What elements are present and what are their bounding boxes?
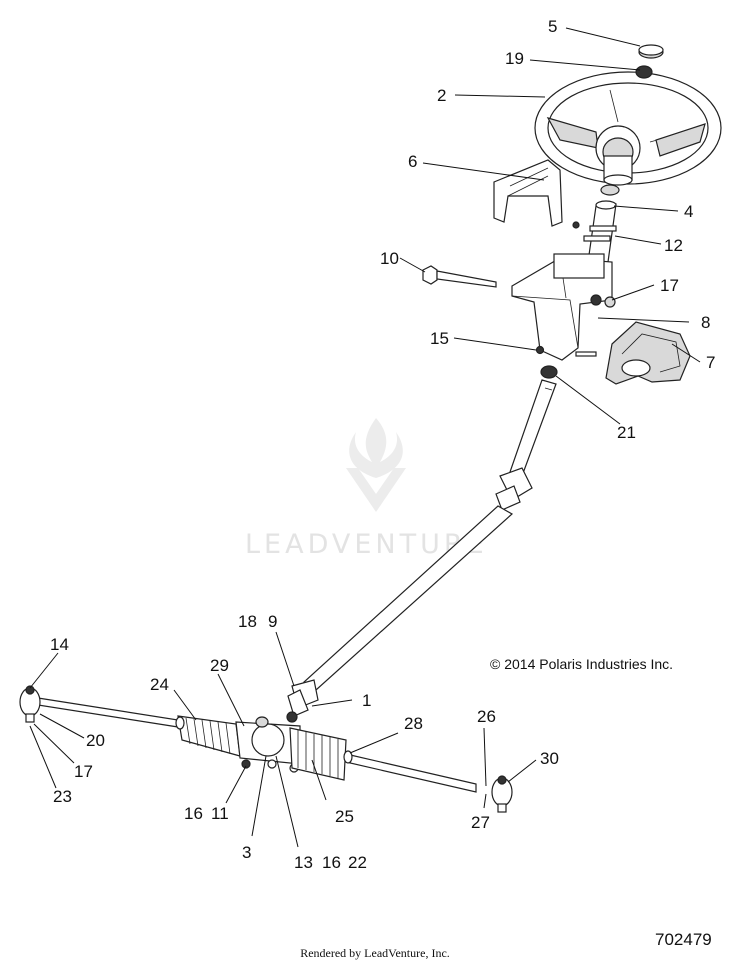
callout-25: 25 <box>335 807 354 826</box>
nut-15 <box>535 345 545 355</box>
callout-7: 7 <box>706 353 715 372</box>
callout-2: 2 <box>437 86 446 105</box>
copyright-notice: © 2014 Polaris Industries Inc. <box>490 656 674 672</box>
callout-19: 19 <box>505 49 524 68</box>
callout-24: 24 <box>150 675 169 694</box>
callout-14: 14 <box>50 635 69 654</box>
callout-17-upper: 17 <box>660 276 679 295</box>
drawing-number: 702479 <box>655 930 712 949</box>
column-bushing <box>540 365 558 379</box>
callout-6: 6 <box>408 152 417 171</box>
callout-22: 22 <box>348 853 367 872</box>
callout-10: 10 <box>380 249 399 268</box>
column-bolts <box>572 221 617 242</box>
leader-lines <box>29 27 701 848</box>
intermediate-steering-shaft <box>286 379 557 723</box>
hub-bearing <box>600 184 620 196</box>
callout-27: 27 <box>471 813 490 832</box>
callout-29: 29 <box>210 656 229 675</box>
callout-16-left: 16 <box>184 804 203 823</box>
column-mount-bracket <box>511 253 616 361</box>
callout-18: 18 <box>238 612 257 631</box>
callout-8: 8 <box>701 313 710 332</box>
callout-1: 1 <box>362 691 371 710</box>
callout-17-lower: 17 <box>74 762 93 781</box>
callout-30: 30 <box>540 749 559 768</box>
upper-column-cover <box>493 159 563 227</box>
callout-26: 26 <box>477 707 496 726</box>
lower-column-cover <box>605 321 691 385</box>
callout-5: 5 <box>548 17 557 36</box>
callout-28: 28 <box>404 714 423 733</box>
steering-wheel <box>534 44 722 186</box>
watermark-logo: LEADVENTURE <box>245 418 484 560</box>
callout-labels: 5 19 2 6 4 12 10 17 8 7 15 21 18 9 1 14 … <box>50 17 715 872</box>
callout-21: 21 <box>617 423 636 442</box>
callout-23: 23 <box>53 787 72 806</box>
rendered-by-footer: Rendered by LeadVenture, Inc. <box>300 946 450 960</box>
callout-12: 12 <box>664 236 683 255</box>
long-through-bolt <box>422 265 497 288</box>
callout-4: 4 <box>684 202 693 221</box>
callout-11: 11 <box>211 804 229 823</box>
callout-20: 20 <box>86 731 105 750</box>
callout-3: 3 <box>242 843 251 862</box>
callout-13: 13 <box>294 853 313 872</box>
steering-rack-assembly <box>19 685 513 813</box>
callout-16-right: 16 <box>322 853 341 872</box>
callout-9: 9 <box>268 612 277 631</box>
callout-15: 15 <box>430 329 449 348</box>
